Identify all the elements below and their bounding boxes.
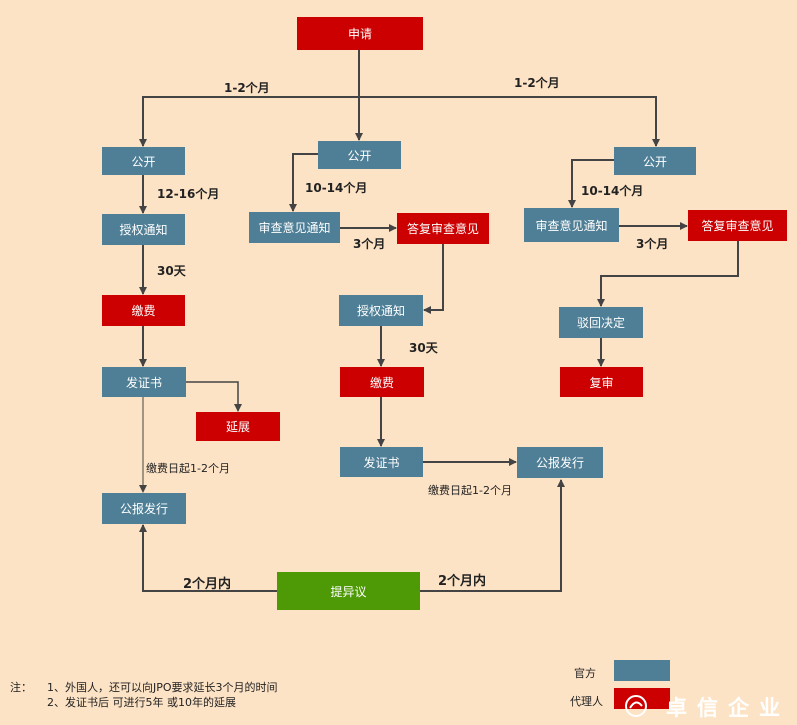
right-reject-node: 驳回决定 [559,307,643,338]
apply-node: 申请 [297,17,423,50]
legend-official-swatch [614,660,670,681]
right-10-14-label: 10-14个月 [581,184,644,198]
logo-mark-icon [625,695,647,717]
left-certificate-node: 发证书 [102,367,186,397]
left-2-months-label: 2个月内 [183,577,232,592]
left-gazette-node: 公报发行 [102,493,186,524]
left-fee-date-label: 缴费日起1-2个月 [146,462,230,475]
right-exam-notice-node: 审查意见通知 [524,208,619,242]
mid-publish-node: 公开 [318,141,401,169]
left-grant-notice-node: 授权通知 [102,214,185,245]
legend-agent-label: 代理人 [570,695,603,708]
notes-prefix: 注： [10,681,32,694]
mid-certificate-node: 发证书 [340,447,423,477]
mid-3-months-label: 3个月 [353,237,386,251]
left-publish-node: 公开 [102,147,185,175]
right-review-node: 复审 [560,367,643,397]
watermark-text: 卓信企业 [666,696,790,720]
left-period-label: 1-2个月 [224,81,270,95]
right-3-months-label: 3个月 [636,237,669,251]
note-line-2: 2、发证书后 可进行5年 或10年的延展 [47,696,236,709]
mid-fee-date-label: 缴费日起1-2个月 [428,484,512,497]
note-line-1: 1、外国人，还可以向JPO要求延长3个月的时间 [47,681,278,694]
mid-reply-node: 答复审查意见 [397,213,489,244]
mid-fee-node: 缴费 [340,367,424,397]
left-fee-node: 缴费 [102,295,185,326]
right-2-months-label: 2个月内 [438,574,487,589]
left-12-16-label: 12-16个月 [157,187,220,201]
right-period-label: 1-2个月 [514,76,560,90]
objection-node: 提异议 [277,572,420,610]
right-reply-node: 答复审查意见 [688,210,787,241]
mid-gazette-node: 公报发行 [517,447,603,478]
mid-grant-notice-node: 授权通知 [339,295,423,326]
right-publish-node: 公开 [614,147,696,175]
mid-10-14-label: 10-14个月 [305,181,368,195]
mid-exam-notice-node: 审查意见通知 [249,212,340,243]
left-30-days-label: 30天 [157,264,186,278]
left-extension-node: 延展 [196,412,280,441]
legend-official-label: 官方 [574,667,596,680]
mid-30-days-label: 30天 [409,341,438,355]
